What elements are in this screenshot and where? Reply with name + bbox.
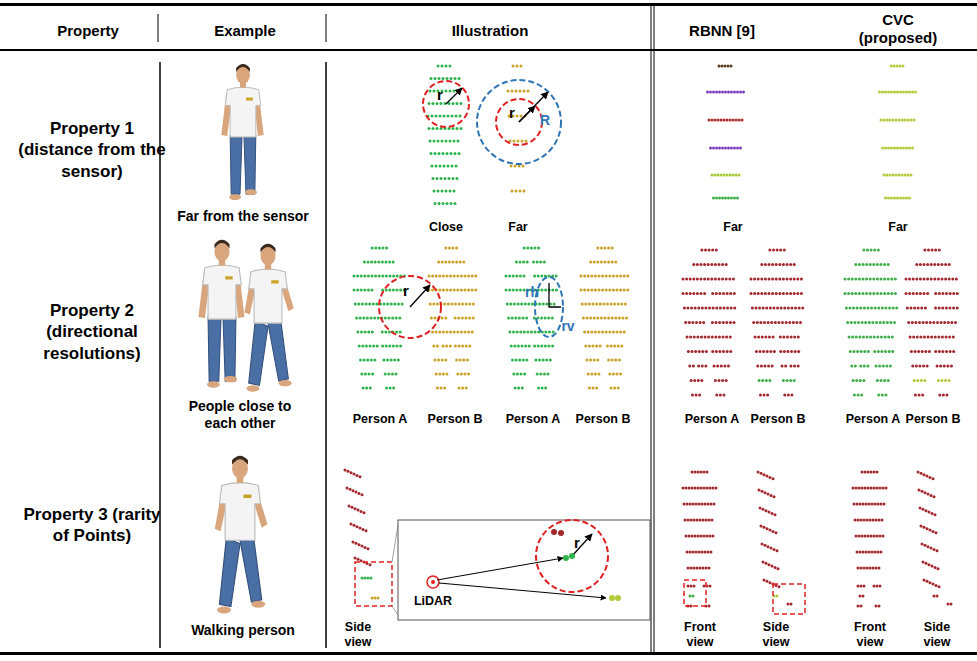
property-label: Property 3 (rarity of Points) <box>18 504 166 547</box>
radius-label: r <box>570 534 584 552</box>
view-label: Side view <box>915 620 960 650</box>
view-label: Side view <box>754 620 799 650</box>
view-label: Person B <box>738 412 818 427</box>
view-label: Side view <box>336 620 381 650</box>
example-caption: Walking person <box>158 622 328 639</box>
property-label: Property 2 (directional resolutions) <box>18 300 166 364</box>
view-label: Far <box>488 220 548 235</box>
radius-label: rv <box>557 318 579 335</box>
view-label: Far <box>703 220 763 235</box>
view-label: Far <box>868 220 928 235</box>
illustration-marks <box>355 80 805 620</box>
radius-label: r <box>433 86 447 104</box>
point-clouds <box>344 65 959 608</box>
view-label: Person A <box>340 412 420 427</box>
radius-label: r <box>505 104 519 122</box>
view-label: Person B <box>415 412 495 427</box>
table-rules <box>0 3 977 655</box>
column-header: CVC (proposed) <box>843 11 953 47</box>
example-caption: Far from the sensor <box>158 208 328 225</box>
property-label: Property 1 (distance from the sensor) <box>18 118 166 182</box>
radius-label: R <box>537 112 553 129</box>
column-header: Illustration <box>410 22 570 40</box>
view-label: Front view <box>848 620 893 650</box>
view-label: Person B <box>563 412 643 427</box>
view-label: Close <box>416 220 476 235</box>
radius-label: r <box>399 282 413 300</box>
column-header: RBNN [9] <box>662 22 782 40</box>
column-header: Example <box>185 22 305 40</box>
view-label: Person A <box>833 412 913 427</box>
view-label: Person A <box>672 412 752 427</box>
view-label: LiDAR <box>403 594 463 609</box>
view-label: Front view <box>678 620 723 650</box>
view-label: Person A <box>493 412 573 427</box>
view-label: Person B <box>893 412 973 427</box>
column-header: Property <box>28 22 148 40</box>
person-figures <box>198 64 293 613</box>
example-caption: People close to each other <box>175 398 305 432</box>
radius-label: rh <box>521 284 543 301</box>
